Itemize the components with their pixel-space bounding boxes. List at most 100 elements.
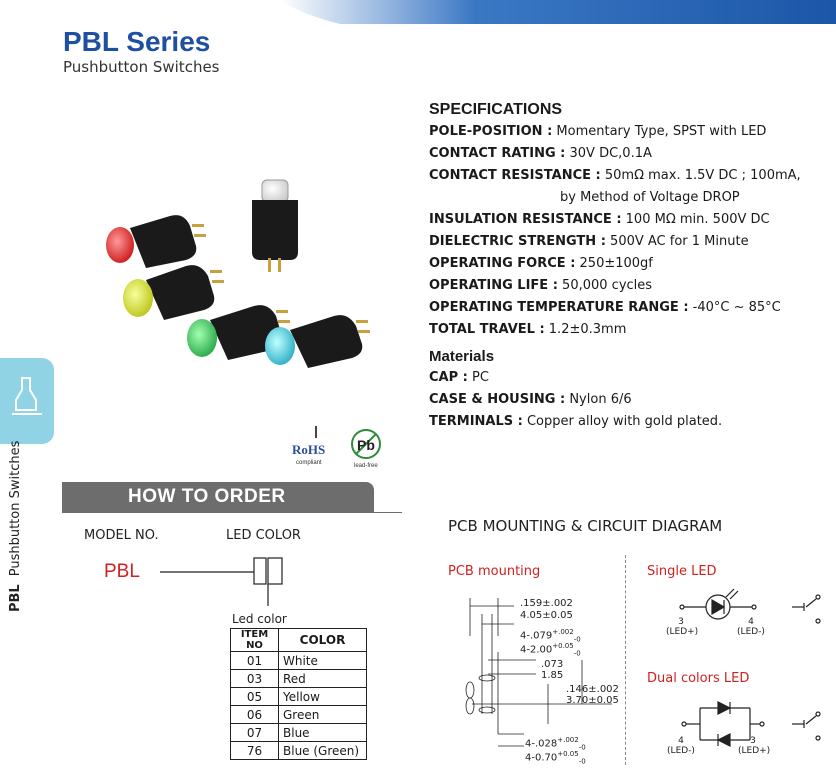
switch-red [106, 215, 206, 268]
material-row: CAP : PC [429, 367, 829, 389]
pin-number: 4 [678, 736, 684, 746]
pin-number: 4 [748, 617, 754, 627]
led-color-caption: Led color [232, 612, 287, 626]
dim-tolerance: -0 [578, 743, 586, 752]
led-color-label: LED COLOR [226, 528, 301, 543]
order-divider [62, 512, 402, 513]
dim-tolerance: +0.05 [552, 642, 574, 650]
spec-row: INSULATION RESISTANCE : 100 MΩ min. 500V… [429, 209, 829, 231]
led-color-box [253, 557, 267, 585]
material-row: CASE & HOUSING : Nylon 6/6 [429, 389, 829, 411]
material-value: Nylon 6/6 [565, 392, 632, 407]
dim-label: 4-0.70+0.05-0 [525, 749, 586, 767]
pin-label: 3(LED+) [738, 736, 771, 756]
spec-key: OPERATING LIFE : [429, 278, 558, 293]
pin-label: 3(LED+) [666, 617, 699, 637]
pin-number: 3 [750, 736, 756, 746]
compliance-logos: RoHS compliant Pb lead-free [292, 426, 381, 469]
spec-row: CONTACT RATING : 30V DC,0.1A [429, 143, 829, 165]
spec-value: 50,000 cycles [557, 278, 653, 293]
dim-label: 4.05±0.05 [520, 610, 573, 621]
item-no: 76 [230, 741, 279, 760]
pcb-section-title: PCB MOUNTING & CIRCUIT DIAGRAM [448, 517, 723, 535]
spec-value: 50mΩ max. 1.5V DC ; 100mA, [600, 168, 801, 183]
dim-label: 1.85 [541, 670, 564, 681]
spec-value: 30V DC,0.1A [565, 146, 652, 161]
dim-value: 4-0.70 [525, 752, 558, 764]
spec-key: POLE-POSITION : [429, 124, 553, 139]
spec-value: Momentary Type, SPST with LED [552, 124, 767, 139]
spec-key: INSULATION RESISTANCE : [429, 212, 622, 227]
rohs-text: RoHS [292, 442, 325, 457]
side-label: PBLPushbutton Switches [8, 441, 23, 612]
spec-value: -40°C ~ 85°C [688, 300, 781, 315]
spec-key: CONTACT RESISTANCE : [429, 168, 601, 183]
material-row: TERMINALS : Copper alloy with gold plate… [429, 411, 829, 433]
dim-label: 3.70±0.05 [566, 695, 619, 706]
table-header: COLOR [278, 628, 367, 652]
material-key: CASE & HOUSING : [429, 392, 566, 407]
pin-name: (LED+) [738, 746, 771, 756]
materials-title: Materials [429, 348, 495, 365]
model-no-label: MODEL NO. [84, 528, 159, 543]
dim-tolerance: -0 [573, 649, 581, 658]
dim-tolerance: -0 [578, 757, 586, 766]
series-title: PBL Series [63, 26, 211, 57]
color-name: Blue [278, 723, 367, 742]
spec-row-continued: by Method of Voltage DROP [429, 187, 829, 209]
single-led-label: Single LED [647, 564, 717, 579]
pushbutton-icon [12, 377, 42, 415]
spec-key: OPERATING FORCE : [429, 256, 576, 271]
model-code: PBL [104, 561, 140, 582]
pin-name: (LED-) [737, 627, 765, 637]
pb-text: Pb [357, 437, 375, 453]
pin-label: 4(LED-) [666, 736, 696, 756]
spec-row: DIELECTRIC STRENGTH : 500V AC for 1 Minu… [429, 231, 829, 253]
switch-yellow [123, 265, 224, 320]
pcb-mounting-drawing [465, 598, 612, 747]
item-no: 07 [230, 723, 279, 742]
spec-value: 500V AC for 1 Minute [605, 234, 749, 249]
category-tab[interactable] [0, 358, 54, 444]
spec-value: by Method of Voltage DROP [560, 190, 740, 205]
pb-sub: lead-free [354, 463, 378, 469]
spec-value: 1.2±0.3mm [544, 322, 627, 337]
dim-label: .073 [541, 659, 564, 670]
single-led-circuit [679, 588, 821, 624]
dim-label: 4-.079+.002-0 [520, 627, 581, 645]
switch-white [252, 179, 298, 272]
switch-blue [265, 315, 370, 368]
dim-tolerance: -0 [573, 635, 581, 644]
section-divider [625, 555, 626, 765]
dim-tolerance: +0.05 [557, 750, 579, 758]
product-photo [106, 179, 370, 368]
spec-row: OPERATING LIFE : 50,000 cycles [429, 275, 829, 297]
table-header-row: ITEM NO COLOR [230, 628, 367, 652]
dual-led-circuit [681, 701, 821, 747]
dim-label: 4-2.00+0.05-0 [520, 641, 581, 659]
item-no: 06 [230, 705, 279, 724]
dim-label: .146±.002 [566, 684, 619, 695]
dim-value: 4-.028 [525, 738, 558, 750]
pin-number: 3 [678, 617, 684, 627]
pin-label: 4(LED-) [736, 617, 766, 637]
rohs-logo: RoHS compliant [292, 426, 325, 466]
material-key: TERMINALS : [429, 414, 523, 429]
spec-title: SPECIFICATIONS [429, 101, 563, 118]
material-value: Copper alloy with gold plated. [522, 414, 723, 429]
rohs-sub: compliant [296, 460, 322, 466]
spec-value: 100 MΩ min. 500V DC [621, 212, 770, 227]
spec-row: OPERATING TEMPERATURE RANGE : -40°C ~ 85… [429, 297, 829, 319]
dim-tolerance: +.002 [552, 628, 574, 636]
spec-row: OPERATING FORCE : 250±100gf [429, 253, 829, 275]
how-to-order-header: HOW TO ORDER [62, 482, 374, 512]
item-no: 05 [230, 687, 279, 706]
spec-row: TOTAL TRAVEL : 1.2±0.3mm [429, 319, 829, 341]
item-no: 01 [230, 651, 279, 670]
pin-name: (LED+) [666, 627, 699, 637]
color-name: White [278, 651, 367, 670]
